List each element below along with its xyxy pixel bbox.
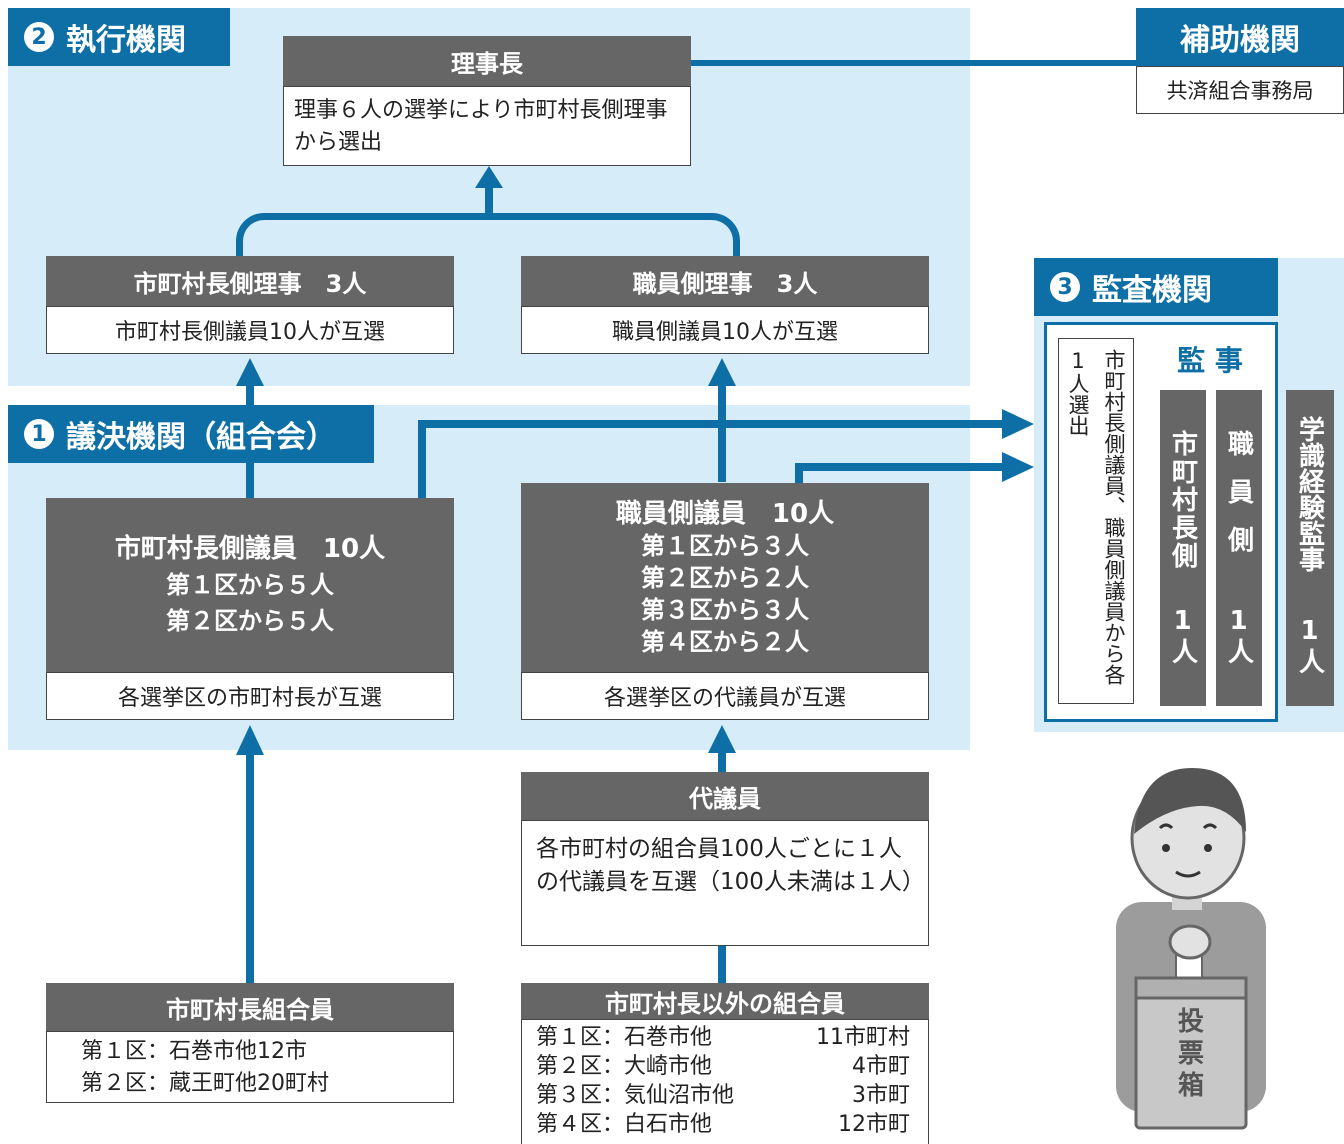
- audit-title: 監査機関: [1092, 273, 1212, 308]
- mayor-directors-desc-box: 市町村長側議員10人が互選: [46, 306, 454, 354]
- staff-members-line-1: 第１区から３人: [641, 531, 809, 560]
- expert-auditor-label: 学識経験監事: [1294, 416, 1325, 572]
- staff-members-title: 職員側議員 10人: [615, 498, 835, 529]
- staff-audit-connector-v: [795, 463, 803, 483]
- other-union-row: 第１区：石巻市他 11市町村: [536, 1023, 928, 1052]
- staff-side-auditor-count: 1人: [1223, 606, 1254, 666]
- auditor-heading: 監 事: [1158, 336, 1262, 382]
- other-union-count: 12市町: [838, 1112, 910, 1137]
- other-union-header: 市町村長以外の組合員: [521, 983, 929, 1019]
- exec-title: 執行機関: [66, 23, 186, 58]
- voter-illustration: 投 票 箱: [1116, 768, 1266, 1130]
- auditor-heading-text: 監 事: [1177, 344, 1243, 377]
- mayor-audit-arrow-head: [1002, 409, 1034, 439]
- mayor-side-auditor-label: 市町村長側: [1167, 430, 1198, 570]
- delegates-to-members-line: [718, 752, 726, 772]
- mayor-members-line-1: 第１区から５人: [166, 571, 334, 599]
- council-number: 1: [24, 419, 54, 449]
- delegates-desc-box: 各市町村の組合員100人ごとに１人の代議員を互選（100人未満は１人）: [521, 820, 929, 946]
- chair-arrow-head: [475, 166, 503, 188]
- mayor-union-row-2: 第２区：蔵王町他20町村: [81, 1071, 329, 1096]
- mayor-directors-arrow-head: [236, 358, 264, 386]
- mayor-union-to-members-line: [246, 755, 254, 983]
- other-union-count: 11市町村: [816, 1025, 910, 1050]
- exec-number: 2: [24, 22, 54, 52]
- delegates-header: 代議員: [521, 772, 929, 820]
- staff-directors-title: 職員側理事 3人: [632, 269, 818, 298]
- staff-members-line-4: 第４区から２人: [641, 627, 809, 656]
- mayor-members-block: 市町村長側議員 10人 第１区から５人 第２区から５人: [46, 498, 454, 672]
- mayor-audit-connector-v: [418, 420, 426, 498]
- mayor-audit-connector-h: [418, 420, 1006, 428]
- exec-tag: 2 執行機関: [8, 8, 230, 66]
- staff-members-line-3: 第３区から３人: [641, 595, 809, 624]
- other-union-title: 市町村長以外の組合員: [605, 989, 845, 1018]
- mayor-union-title: 市町村長組合員: [166, 995, 334, 1024]
- audit-number: 3: [1050, 272, 1080, 302]
- staff-directors-desc-box: 職員側議員10人が互選: [521, 306, 929, 354]
- mayor-directors-desc: 市町村長側議員10人が互選: [115, 320, 385, 345]
- staff-side-auditor: 職員側 1人: [1216, 390, 1262, 706]
- delegates-desc: 各市町村の組合員100人ごとに１人の代議員を互選（100人未満は１人）: [536, 836, 925, 895]
- other-union-row: 第３区：気仙沼市他 3市町: [536, 1081, 928, 1110]
- chair-aux-connector: [690, 60, 1140, 66]
- chair-desc-box: 理事６人の選挙により市町村長側理事から選出: [283, 86, 691, 166]
- other-union-count: 3市町: [852, 1083, 910, 1108]
- staff-side-auditor-label: 職員側: [1223, 430, 1254, 574]
- aux-title: 補助機関: [1180, 23, 1300, 58]
- expert-auditor-count: 1人: [1294, 616, 1325, 676]
- other-union-row: 第４区：白石市他 12市町: [536, 1110, 928, 1139]
- other-union-box: 第１区：石巻市他 11市町村 第２区：大崎市他 4市町 第３区：気仙沼市他 3市…: [521, 1019, 929, 1144]
- chair-header: 理事長: [283, 36, 691, 86]
- other-union-district: 第３区：気仙沼市他: [536, 1083, 735, 1108]
- auditor-note: 市町村長側議員、職員側議員から各1人選出: [1066, 349, 1126, 685]
- audit-tag: 3 監査機関: [1034, 258, 1278, 316]
- ballot-box-label-1: 投: [1178, 1007, 1204, 1037]
- staff-members-block: 職員側議員 10人 第１区から３人 第２区から２人 第３区から３人 第４区から２…: [521, 483, 929, 672]
- council-tag: 1 議決機関（組合会）: [8, 405, 374, 463]
- mayor-directors-title: 市町村長側理事 3人: [133, 269, 367, 298]
- auditor-note-box: 市町村長側議員、職員側議員から各1人選出: [1058, 338, 1134, 704]
- mayor-union-box: 第１区：石巻市他12市 第２区：蔵王町他20町村: [46, 1031, 454, 1103]
- other-union-district: 第１区：石巻市他: [536, 1025, 713, 1050]
- staff-members-foot: 各選挙区の代議員が互選: [603, 686, 846, 711]
- staff-directors-header: 職員側理事 3人: [521, 256, 929, 306]
- other-union-district: 第２区：大崎市他: [536, 1054, 713, 1079]
- staff-members-line-2: 第２区から２人: [641, 563, 809, 592]
- directors-merge-curve: [236, 213, 740, 263]
- staff-directors-desc: 職員側議員10人が互選: [612, 320, 838, 345]
- staff-audit-arrow-head: [1002, 452, 1034, 482]
- other-union-count: 4市町: [852, 1054, 910, 1079]
- staff-members-to-directors-line: [718, 385, 726, 482]
- aux-header: 補助機関: [1136, 8, 1344, 66]
- staff-members-foot-box: 各選挙区の代議員が互選: [521, 672, 929, 720]
- delegates-title: 代議員: [689, 784, 761, 813]
- mayor-members-foot: 各選挙区の市町村長が互選: [117, 686, 382, 711]
- expert-auditor: 学識経験監事 1人: [1286, 390, 1334, 706]
- council-title: 議決機関（組合会）: [66, 420, 336, 455]
- mayor-members-title: 市町村長側議員 10人: [114, 534, 386, 564]
- mayor-union-header: 市町村長組合員: [46, 983, 454, 1031]
- aux-desc-box: 共済組合事務局: [1136, 66, 1344, 114]
- staff-audit-connector-h: [795, 463, 1006, 471]
- mayor-side-auditor: 市町村長側 1人: [1160, 390, 1206, 706]
- mayor-members-arrow-head: [236, 725, 264, 755]
- union-to-delegates-line: [718, 945, 726, 983]
- ballot-box-icon: 投 票 箱: [1134, 976, 1248, 1130]
- chair-title: 理事長: [451, 49, 523, 78]
- other-union-district: 第４区：白石市他: [536, 1112, 713, 1137]
- aux-desc: 共済組合事務局: [1166, 79, 1314, 103]
- chair-desc: 理事６人の選挙により市町村長側理事から選出: [294, 98, 668, 155]
- staff-directors-arrow-head: [708, 358, 736, 386]
- ballot-box-label-3: 箱: [1178, 1070, 1204, 1101]
- staff-members-arrow-head: [708, 725, 736, 753]
- chair-arrow-stem: [485, 185, 493, 213]
- ballot-box-label-2: 票: [1178, 1039, 1204, 1069]
- mayor-side-auditor-count: 1人: [1167, 606, 1198, 666]
- mayor-members-foot-box: 各選挙区の市町村長が互選: [46, 672, 454, 720]
- other-union-row: 第２区：大崎市他 4市町: [536, 1052, 928, 1081]
- mayor-directors-header: 市町村長側理事 3人: [46, 256, 454, 306]
- mayor-union-row-1: 第１区：石巻市他12市: [81, 1039, 307, 1064]
- mayor-members-line-2: 第２区から５人: [166, 607, 334, 635]
